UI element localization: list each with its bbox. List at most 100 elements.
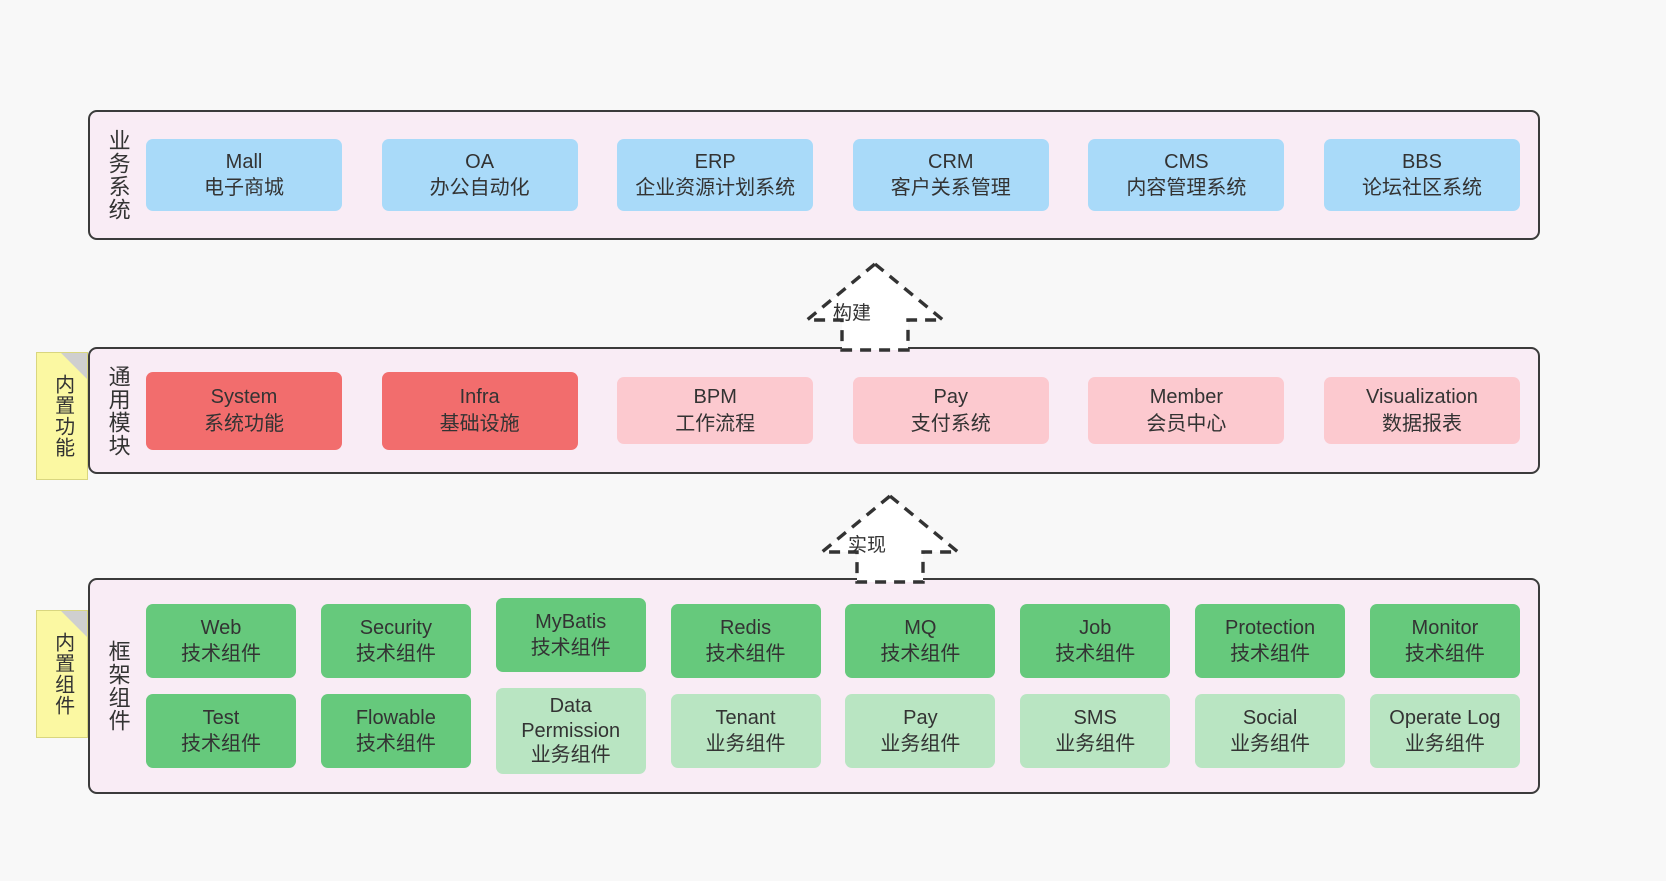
node-protection-cn: 技术组件	[1230, 643, 1311, 665]
layer-common-modules: 通用模块 System 系统功能 Infra 基础设施 BPM 工作流程 Pay…	[88, 347, 1540, 474]
node-bbs[interactable]: BBS 论坛社区系统	[1323, 139, 1520, 211]
node-job[interactable]: Job 技术组件	[1020, 604, 1171, 678]
connector-build: 构建	[800, 258, 950, 354]
node-sms-en: SMS	[1073, 706, 1117, 729]
framework-column-4: Redis 技术组件 Tenant 业务组件	[670, 604, 821, 768]
node-oa-cn: 办公自动化	[429, 177, 530, 199]
node-crm-en: CRM	[928, 150, 974, 173]
node-operate-log[interactable]: Operate Log 业务组件	[1369, 694, 1520, 768]
node-monitor-cn: 技术组件	[1404, 643, 1485, 665]
node-security[interactable]: Security 技术组件	[320, 604, 471, 678]
node-protection[interactable]: Protection 技术组件	[1195, 604, 1346, 678]
build-arrow-icon	[802, 261, 948, 352]
node-system-en: System	[210, 386, 278, 409]
node-test-en: Test	[202, 706, 240, 729]
node-infra-en: Infra	[459, 386, 500, 409]
node-redis-en: Redis	[719, 616, 772, 639]
node-social[interactable]: Social 业务组件	[1195, 694, 1346, 768]
node-sms[interactable]: SMS 业务组件	[1020, 694, 1171, 768]
node-flowable-en: Flowable	[355, 706, 436, 729]
node-infra-cn: 基础设施	[439, 412, 520, 435]
layer-business-systems: 业务系统 Mall 电子商城 OA 办公自动化 ERP 企业资源计划系统 CRM…	[88, 110, 1540, 240]
side-tag-builtin-components-label: 内置组件	[51, 632, 74, 716]
node-mybatis-cn: 技术组件	[530, 637, 611, 659]
side-tag-builtin-functions[interactable]: 内置功能	[36, 352, 88, 480]
node-erp-en: ERP	[694, 150, 736, 173]
framework-column-8: Monitor 技术组件 Operate Log 业务组件	[1369, 604, 1520, 768]
framework-column-3: MyBatis 技术组件 Data Permission 业务组件	[495, 598, 646, 774]
node-redis[interactable]: Redis 技术组件	[670, 604, 821, 678]
node-security-cn: 技术组件	[355, 643, 436, 665]
node-flowable[interactable]: Flowable 技术组件	[320, 694, 471, 768]
node-sms-cn: 业务组件	[1055, 733, 1136, 755]
node-test[interactable]: Test 技术组件	[146, 694, 296, 768]
node-bpm-cn: 工作流程	[675, 412, 756, 435]
node-pay-module[interactable]: Pay 支付系统	[852, 377, 1049, 444]
node-redis-cn: 技术组件	[705, 643, 786, 665]
node-data-permission[interactable]: Data Permission 业务组件	[495, 688, 646, 774]
side-tag-builtin-components[interactable]: 内置组件	[36, 610, 88, 738]
node-pay-module-en: Pay	[933, 386, 969, 409]
framework-column-6: Job 技术组件 SMS 业务组件	[1020, 604, 1171, 768]
node-pay-component[interactable]: Pay 业务组件	[845, 694, 996, 768]
layer-body-framework-components: Web 技术组件 Test 技术组件 Security 技术组件 Flowabl…	[146, 580, 1538, 792]
node-tenant[interactable]: Tenant 业务组件	[670, 694, 821, 768]
node-protection-en: Protection	[1225, 616, 1316, 639]
node-web-cn: 技术组件	[181, 643, 261, 665]
node-operate-log-cn: 业务组件	[1404, 733, 1485, 755]
connector-implement: 实现	[815, 490, 965, 586]
node-mq-cn: 技术组件	[880, 643, 961, 665]
node-mybatis[interactable]: MyBatis 技术组件	[495, 598, 646, 672]
node-mq-en: MQ	[904, 616, 937, 639]
node-cms-en: CMS	[1164, 150, 1209, 173]
node-mall-cn: 电子商城	[204, 177, 284, 199]
node-data-permission-en: Data Permission	[521, 695, 621, 742]
node-job-cn: 技术组件	[1055, 643, 1136, 665]
layer-body-business-systems: Mall 电子商城 OA 办公自动化 ERP 企业资源计划系统 CRM 客户关系…	[146, 112, 1538, 238]
layer-body-common-modules: System 系统功能 Infra 基础设施 BPM 工作流程 Pay 支付系统…	[146, 349, 1538, 472]
node-system-cn: 系统功能	[204, 412, 284, 435]
node-flowable-cn: 技术组件	[355, 733, 436, 755]
node-visualization[interactable]: Visualization 数据报表	[1323, 377, 1520, 444]
node-social-cn: 业务组件	[1230, 733, 1311, 755]
node-pay-module-cn: 支付系统	[910, 412, 991, 435]
node-erp-cn: 企业资源计划系统	[635, 177, 796, 199]
node-bpm[interactable]: BPM 工作流程	[617, 377, 814, 444]
layer-title-framework-components: 框架组件	[105, 640, 131, 732]
node-visualization-en: Visualization	[1366, 386, 1478, 409]
node-data-permission-cn: 业务组件	[530, 744, 611, 767]
layer-title-business-systems: 业务系统	[105, 129, 131, 221]
implement-arrow-icon	[817, 493, 963, 584]
node-member-cn: 会员中心	[1146, 412, 1227, 435]
node-visualization-cn: 数据报表	[1381, 412, 1462, 435]
node-security-en: Security	[359, 616, 432, 639]
node-oa[interactable]: OA 办公自动化	[381, 139, 578, 211]
node-mall-en: Mall	[225, 150, 263, 173]
node-infra[interactable]: Infra 基础设施	[381, 371, 578, 450]
node-monitor-en: Monitor	[1411, 616, 1479, 639]
node-cms-cn: 内容管理系统	[1126, 177, 1247, 199]
node-mall[interactable]: Mall 电子商城	[146, 139, 342, 211]
node-web-en: Web	[200, 616, 242, 639]
node-test-cn: 技术组件	[181, 733, 261, 755]
node-member-en: Member	[1149, 386, 1224, 409]
node-web[interactable]: Web 技术组件	[146, 604, 296, 678]
node-bbs-en: BBS	[1401, 150, 1442, 173]
layer-title-common-modules: 通用模块	[105, 364, 131, 457]
framework-column-7: Protection 技术组件 Social 业务组件	[1195, 604, 1346, 768]
node-operate-log-en: Operate Log	[1389, 706, 1501, 729]
framework-column-5: MQ 技术组件 Pay 业务组件	[845, 604, 996, 768]
node-pay-component-cn: 业务组件	[880, 733, 961, 755]
node-system[interactable]: System 系统功能	[146, 371, 342, 450]
node-crm[interactable]: CRM 客户关系管理	[852, 139, 1049, 211]
node-mq[interactable]: MQ 技术组件	[845, 604, 996, 678]
node-crm-cn: 客户关系管理	[890, 177, 1011, 199]
node-erp[interactable]: ERP 企业资源计划系统	[617, 139, 814, 211]
node-social-en: Social	[1242, 706, 1298, 729]
node-job-en: Job	[1079, 616, 1112, 639]
node-pay-component-en: Pay	[903, 706, 938, 729]
node-member[interactable]: Member 会员中心	[1088, 377, 1285, 444]
node-cms[interactable]: CMS 内容管理系统	[1088, 139, 1285, 211]
node-monitor[interactable]: Monitor 技术组件	[1369, 604, 1520, 678]
